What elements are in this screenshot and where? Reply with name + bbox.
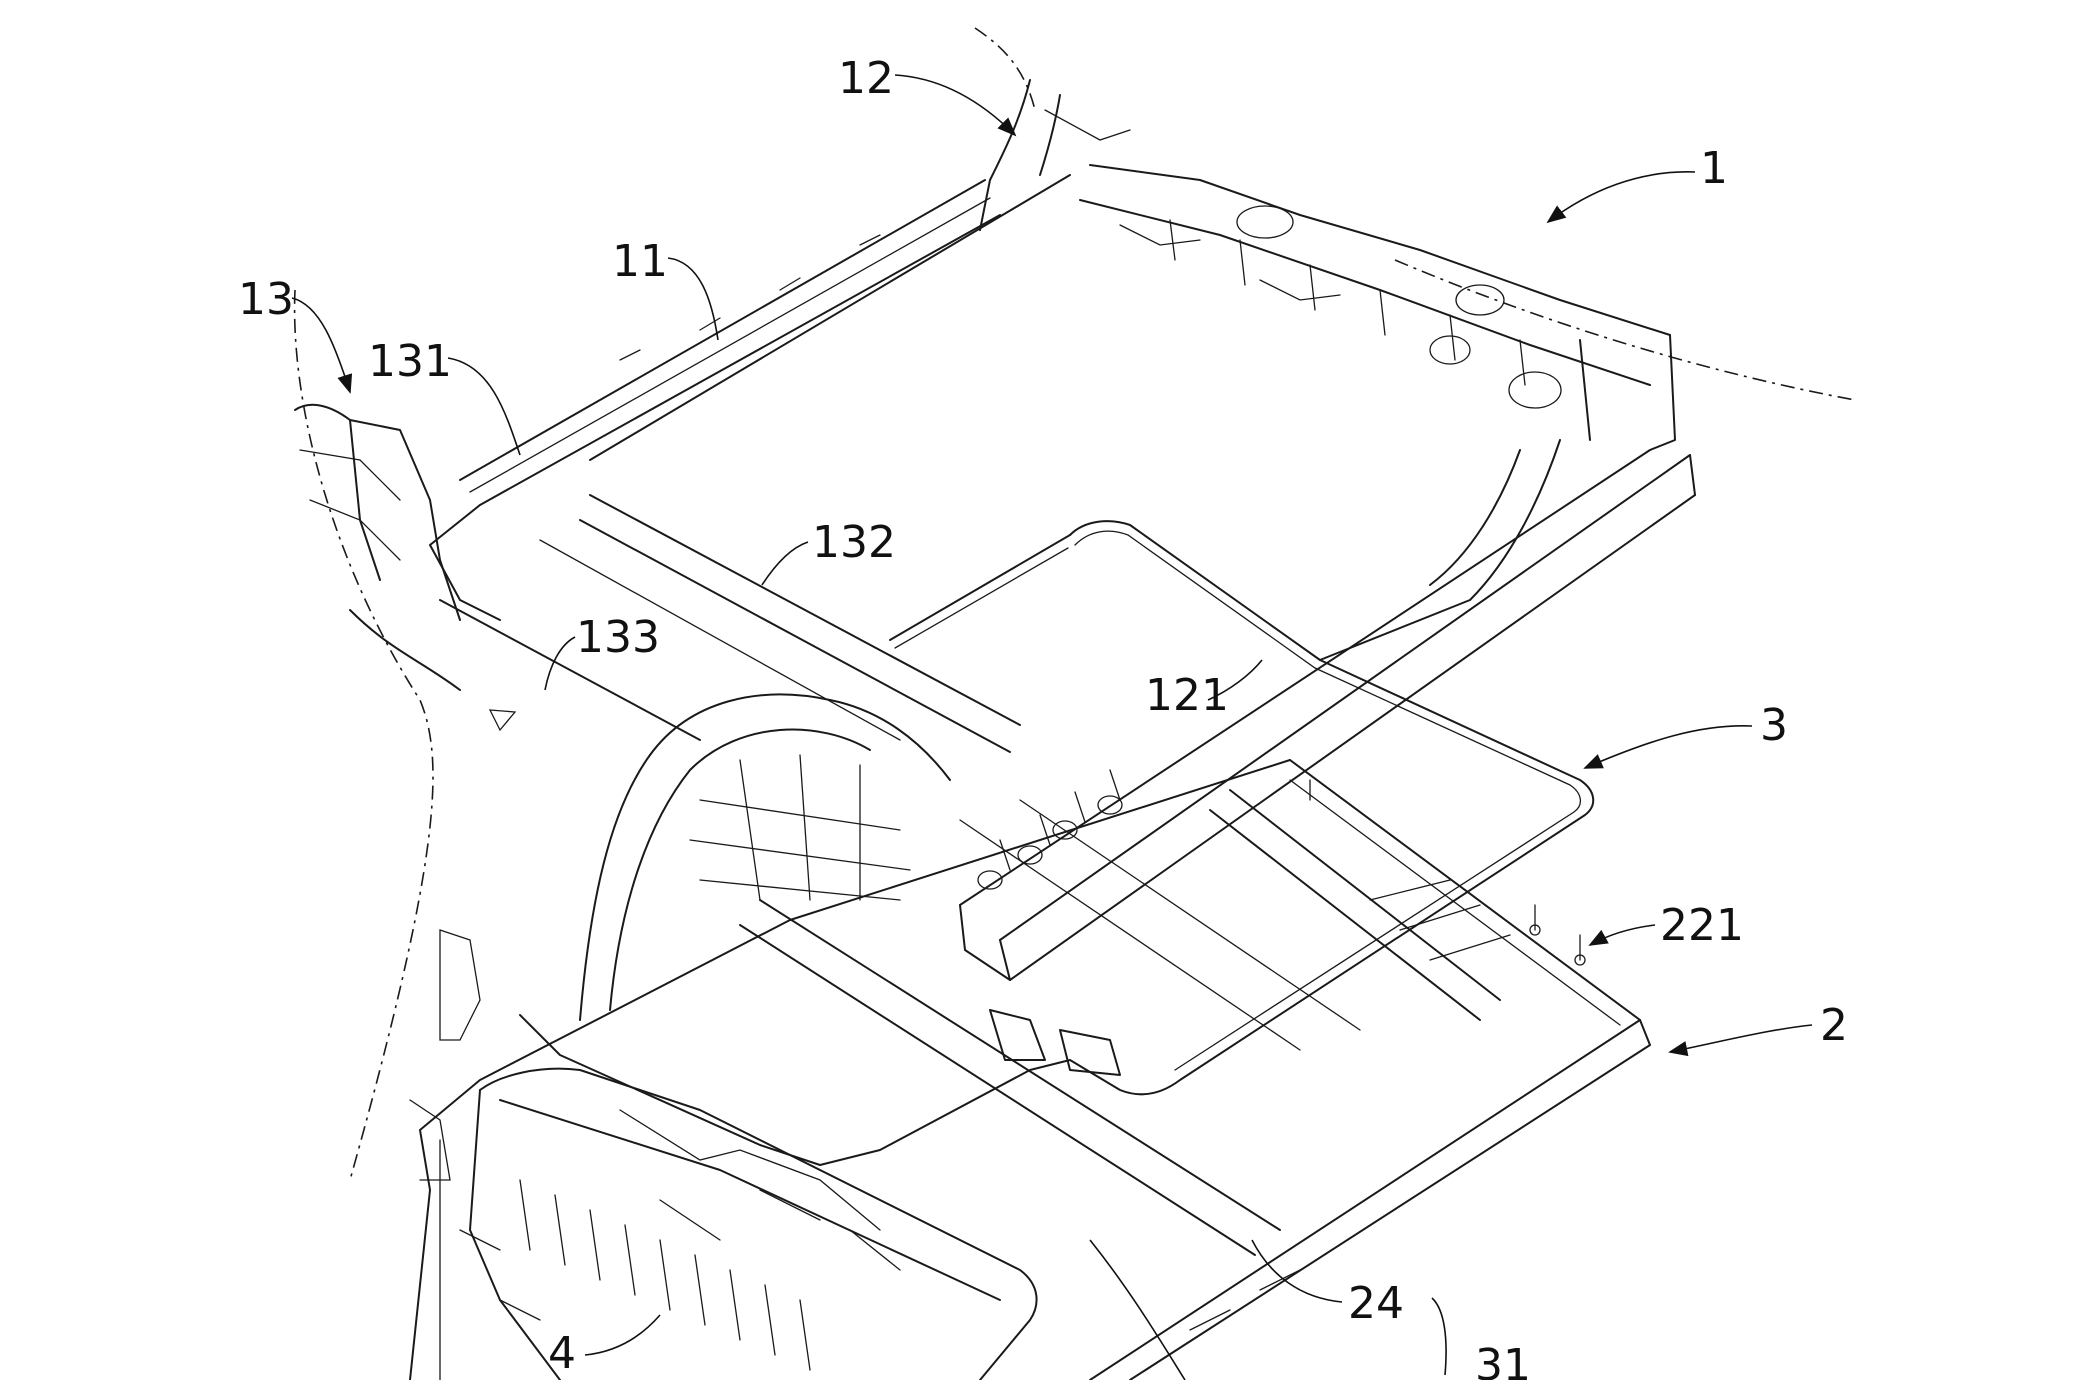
vehicle-body-frame bbox=[293, 27, 1856, 1181]
label-3: 3 bbox=[1760, 700, 1788, 751]
battery-module bbox=[469, 1067, 1038, 1380]
leader-221 bbox=[1588, 924, 1656, 946]
leader-13 bbox=[291, 297, 353, 394]
battery-tray bbox=[409, 759, 1651, 1380]
leader-121 bbox=[1207, 659, 1263, 701]
leader-24 bbox=[1251, 1239, 1343, 1303]
label-4: 4 bbox=[548, 1328, 576, 1379]
leader-2 bbox=[1668, 1024, 1813, 1057]
label-13: 13 bbox=[238, 274, 294, 325]
reference-labels: 1 12 11 13 131 132 133 121 3 221 2 24 4 … bbox=[238, 53, 1848, 1380]
label-11: 11 bbox=[612, 236, 668, 287]
leader-132 bbox=[761, 541, 809, 586]
label-131: 131 bbox=[368, 336, 452, 387]
leader-3 bbox=[1583, 725, 1753, 769]
label-2: 2 bbox=[1820, 1000, 1848, 1051]
label-24: 24 bbox=[1348, 1278, 1404, 1329]
leader-11 bbox=[667, 257, 719, 341]
leader-131 bbox=[447, 357, 521, 456]
label-12: 12 bbox=[838, 53, 894, 104]
leader-4 bbox=[584, 1314, 661, 1356]
leader-12 bbox=[894, 74, 1017, 137]
leader-31 bbox=[1431, 1297, 1447, 1376]
leader-1 bbox=[1546, 171, 1696, 224]
label-1: 1 bbox=[1700, 143, 1728, 194]
label-221: 221 bbox=[1660, 900, 1744, 951]
leader-133 bbox=[544, 636, 576, 691]
label-31: 31 bbox=[1475, 1340, 1531, 1380]
label-132: 132 bbox=[812, 517, 896, 568]
label-133: 133 bbox=[576, 612, 660, 663]
leader-bottom bbox=[1089, 1239, 1186, 1380]
label-121: 121 bbox=[1145, 670, 1229, 721]
seal-ring bbox=[519, 520, 1595, 1166]
